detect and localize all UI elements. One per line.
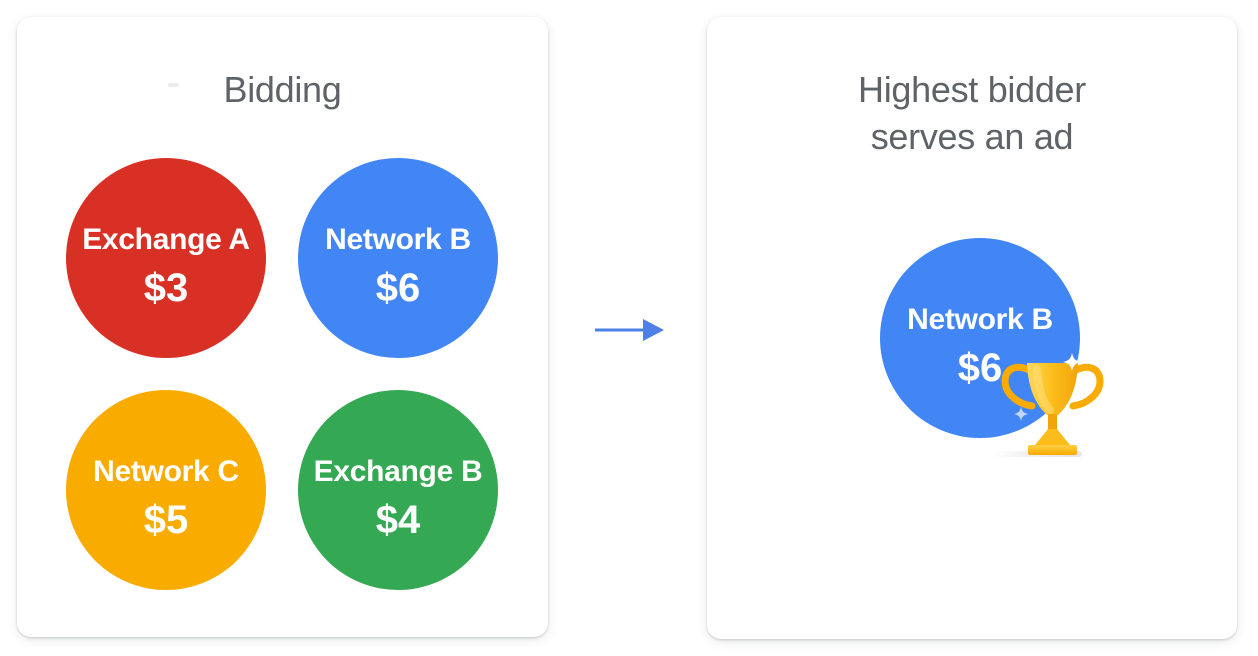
bidder-amount: $3 [143,266,189,310]
bidder-amount: $5 [143,498,189,542]
bidder-name: Exchange A [82,223,250,256]
bidder-circle-exchange-b: Exchange B $4 [298,390,498,590]
bidder-amount: $6 [375,266,421,310]
bidder-name: Network C [93,455,239,488]
trophy-icon [990,353,1104,457]
winner-panel: Highest bidder serves an ad Network B $6 [707,17,1237,639]
blue-sparkle-icon [1014,407,1028,421]
trophy-left-handle [1001,363,1036,410]
white-sparkle-icon [1063,353,1081,371]
bidder-circle-network-c: Network C $5 [66,390,266,590]
winner-name: Network B [907,303,1053,336]
bidder-name: Network B [325,223,471,256]
trophy-stem [1048,414,1057,430]
winner-amount: $6 [957,346,1003,390]
bidding-panel-title: Bidding [223,69,342,110]
trophy-right-handle [1069,363,1104,410]
trophy-flare [1035,429,1070,445]
trophy-base [1028,445,1077,455]
bidder-amount: $4 [375,498,421,542]
winner-panel-title: Highest bidder serves an ad [707,66,1237,160]
bidder-name: Exchange B [313,455,483,488]
bidding-panel: Bidding Exchange A $3 Network B $6 Netwo… [17,17,548,637]
bidder-circle-network-b: Network B $6 [298,158,498,358]
stray-mark [168,83,179,87]
winner-title-line2: serves an ad [870,116,1074,157]
bidder-circle-exchange-a: Exchange A $3 [66,158,266,358]
right-arrow-icon [595,319,664,341]
winner-title-line1: Highest bidder [858,69,1086,110]
trophy-highlight [1033,365,1054,414]
